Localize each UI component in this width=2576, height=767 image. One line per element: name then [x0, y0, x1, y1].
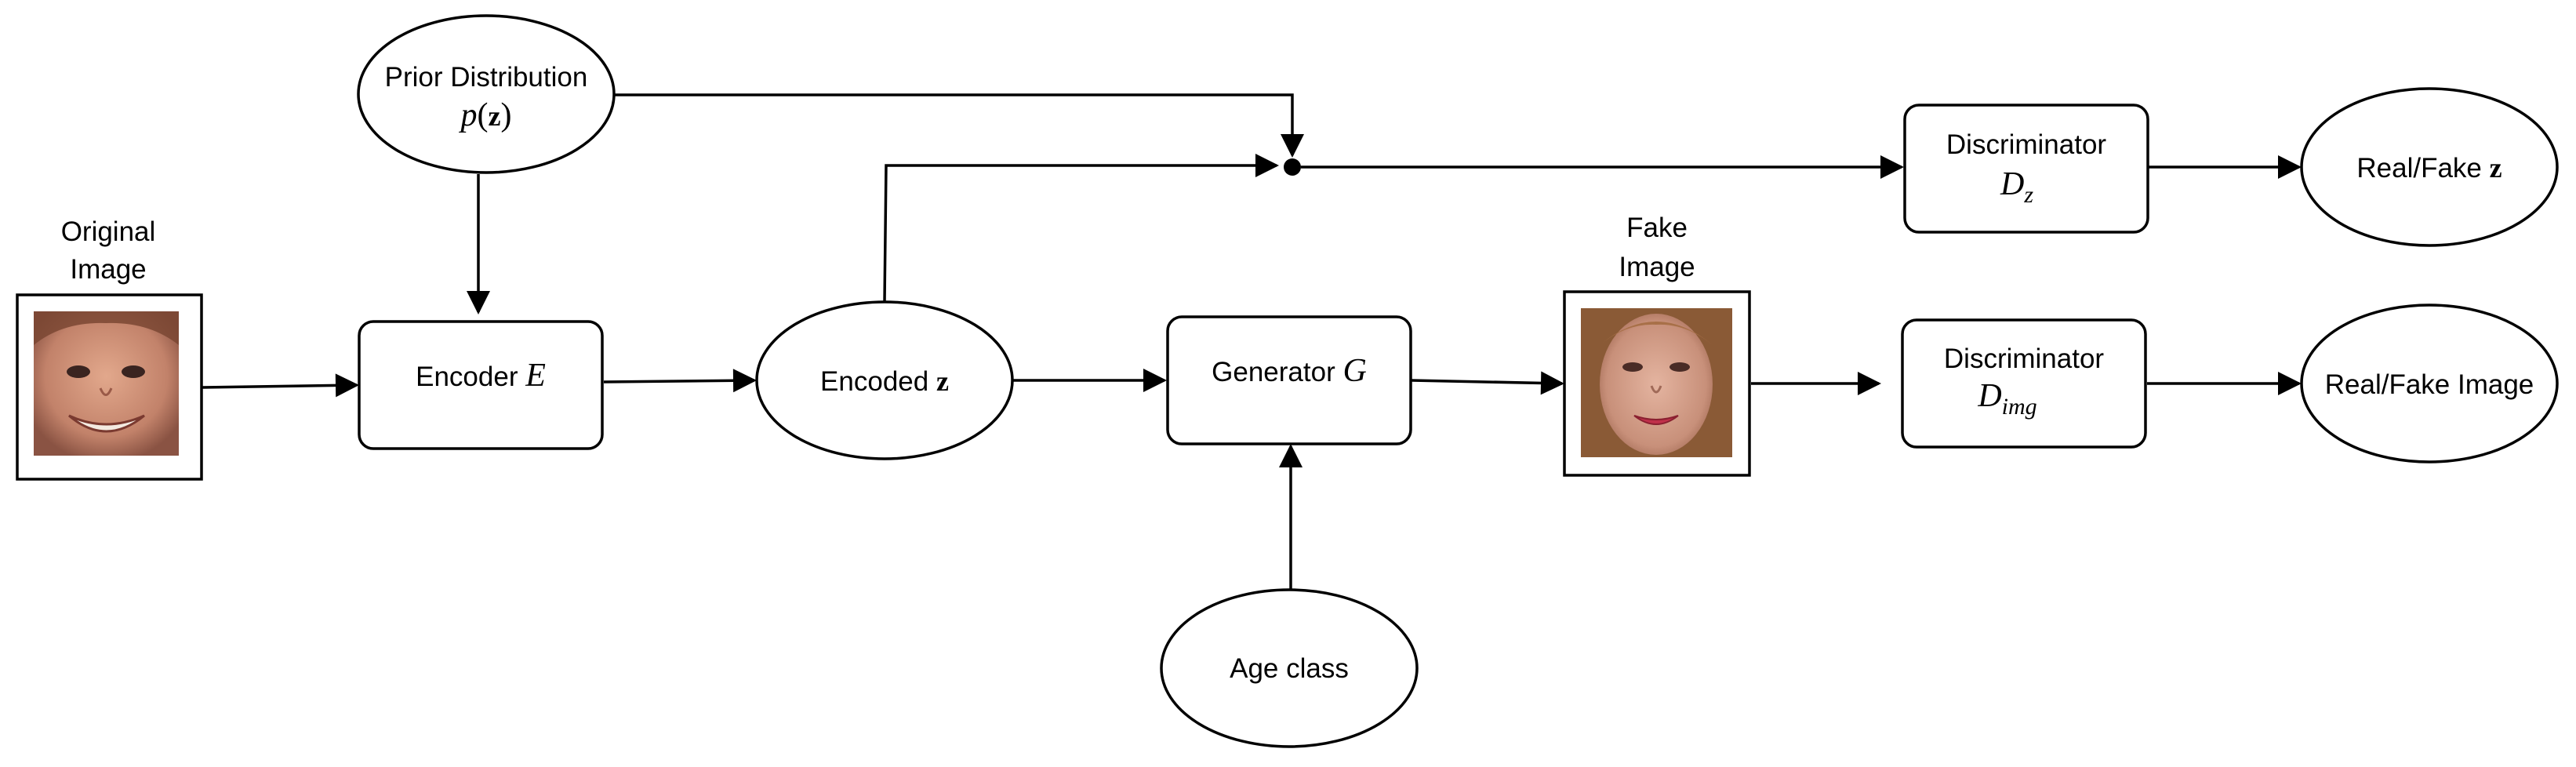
merge-point: [1284, 158, 1301, 176]
edge-encoded-to-merge: [883, 154, 1279, 303]
prior-distribution-label: Prior Distribution: [385, 62, 588, 93]
generator-node: Generator G: [1166, 315, 1412, 445]
real-fake-image-label: Real/Fake Image: [2325, 369, 2534, 400]
discriminator-z-label: Discriminator: [1946, 129, 2107, 160]
fake-image-label-line1: Fake: [1626, 213, 1688, 243]
original-image-node: Original Image: [16, 216, 203, 481]
adult-woman-face-photo: [1581, 308, 1732, 457]
discriminator-z-node: Discriminator Dz: [1903, 104, 2149, 234]
fake-image-label-line2: Image: [1619, 252, 1695, 282]
discriminator-z-math: Dz: [2000, 166, 2033, 208]
prior-distribution-node: Prior Distribution p(z): [357, 14, 616, 174]
encoded-z-node: Encoded z: [755, 300, 1014, 460]
edges: [202, 93, 2302, 590]
prior-distribution-math: p(z): [459, 97, 512, 133]
real-fake-z-label: Real/Fake z: [2356, 152, 2502, 184]
child-face-photo: [34, 311, 179, 456]
age-class-label: Age class: [1230, 653, 1349, 684]
real-fake-z-node: Real/Fake z: [2300, 87, 2559, 247]
discriminator-img-math: Dimg: [1977, 378, 2036, 420]
encoder-label: Encoder E: [416, 358, 546, 394]
encoded-z-label: Encoded z: [820, 365, 949, 397]
age-class-node: Age class: [1160, 588, 1419, 748]
original-image-label-line1: Original: [61, 216, 156, 247]
fake-image-node: Fake Image: [1563, 213, 1751, 477]
generator-label: Generator G: [1212, 353, 1367, 389]
discriminator-img-label: Discriminator: [1944, 344, 2105, 374]
edge-original-to-encoder: [202, 373, 359, 398]
discriminator-img-node: Discriminator Dimg: [1901, 318, 2147, 449]
edge-prior-to-merge: [613, 93, 1304, 158]
original-image-label-line2: Image: [70, 254, 146, 285]
encoder-node: Encoder E: [358, 320, 604, 450]
real-fake-image-node: Real/Fake Image: [2300, 304, 2559, 463]
edge-generator-to-fake: [1411, 371, 1564, 395]
edge-encoder-to-encoded: [603, 369, 757, 393]
